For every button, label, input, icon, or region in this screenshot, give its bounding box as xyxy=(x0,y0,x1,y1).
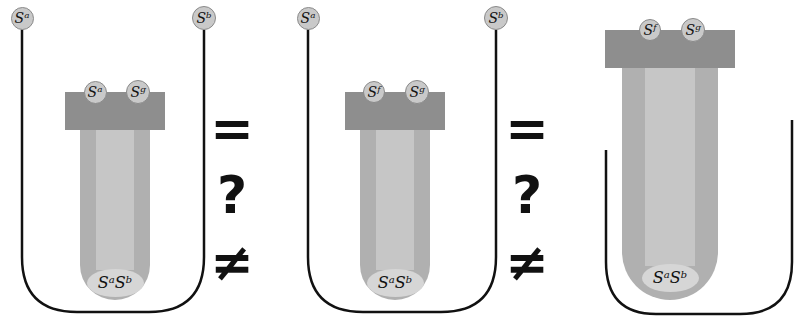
label-circle: Sᶠ xyxy=(639,19,661,41)
node-text: Sᵇ xyxy=(196,11,211,25)
tube-bottom: SᵃSᵇ xyxy=(87,269,144,297)
relation-symbol: ? xyxy=(217,169,247,221)
node-text: Sᵃ xyxy=(15,11,30,25)
label-circle: Sᵇ xyxy=(484,6,508,30)
label-circle: Sᵃ xyxy=(84,81,107,104)
relation-symbol: = xyxy=(210,102,254,154)
label-circle: Sᵍ xyxy=(126,80,150,104)
node-text: Sᵃ xyxy=(88,85,103,99)
tube-cap xyxy=(345,92,445,130)
relation-symbol: ≠ xyxy=(210,236,254,288)
relation-symbol: = xyxy=(505,102,549,154)
node-text: SᵃSᵇ xyxy=(378,275,412,291)
tube-body xyxy=(622,66,718,300)
tube-highlight xyxy=(376,130,414,270)
u-wire xyxy=(22,30,204,313)
tube-body xyxy=(360,130,430,300)
tube-body xyxy=(80,130,150,300)
label-circle: Sᵃ xyxy=(11,7,34,30)
node-text: SᵃSᵇ xyxy=(653,270,687,286)
label-circle: Sᵍ xyxy=(681,18,705,42)
node-text: Sᵇ xyxy=(488,11,503,25)
node-text: Sᵍ xyxy=(685,23,700,37)
label-circle: Sᵃ xyxy=(297,7,320,30)
u-wire xyxy=(308,30,496,313)
node-text: SᵃSᵇ xyxy=(98,275,132,291)
tube-bottom: SᵃSᵇ xyxy=(642,264,699,292)
node-text: Sᵍ xyxy=(409,85,424,99)
relation-symbol: ≠ xyxy=(505,236,549,288)
tube-bottom: SᵃSᵇ xyxy=(367,269,424,297)
node-text: Sᵃ xyxy=(301,11,316,25)
label-circle: Sᵇ xyxy=(192,6,216,30)
relation-symbol: ? xyxy=(512,169,542,221)
tube-cap xyxy=(605,30,735,68)
node-text: Sᶠ xyxy=(368,85,381,99)
tube-cap xyxy=(65,92,165,130)
node-text: Sᶠ xyxy=(644,23,657,37)
label-circle: Sᶠ xyxy=(363,81,385,103)
label-circle: Sᵍ xyxy=(405,80,429,104)
tube-highlight xyxy=(645,66,695,266)
tube-highlight xyxy=(96,130,134,270)
node-text: Sᵍ xyxy=(130,85,145,99)
u-wire xyxy=(606,120,792,314)
